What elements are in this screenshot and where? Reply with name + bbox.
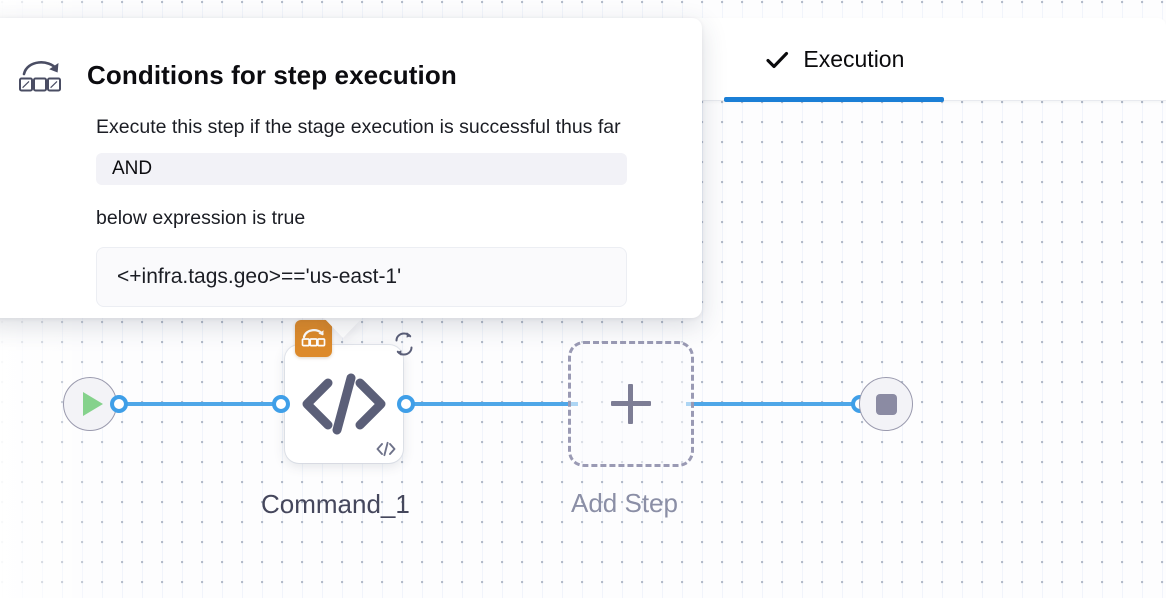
shell-script-icon — [295, 320, 332, 357]
popover-body: Execute this step if the stage execution… — [96, 116, 627, 307]
shell-script-icon — [17, 56, 63, 94]
add-step-button[interactable] — [568, 341, 694, 467]
step-output-port[interactable] — [397, 395, 415, 413]
play-icon — [83, 392, 103, 416]
operator-chip: AND — [96, 153, 627, 185]
pipeline-start-node[interactable] — [63, 377, 117, 431]
add-step-label: Add Step — [571, 488, 678, 518]
retry-loop-icon[interactable] — [387, 327, 421, 361]
check-icon — [764, 47, 790, 73]
popup-pointer — [322, 316, 364, 338]
condition-description: Execute this step if the stage execution… — [96, 116, 621, 138]
step-node-command-1[interactable] — [285, 320, 413, 463]
plus-icon — [611, 384, 651, 424]
pipeline-end-node[interactable] — [859, 377, 913, 431]
step-input-port[interactable] — [272, 395, 290, 413]
code-icon — [300, 369, 388, 439]
expression-description: below expression is true — [96, 207, 306, 229]
popover-header: Conditions for step execution — [17, 56, 682, 94]
popover-title: Conditions for step execution — [87, 59, 457, 90]
step-node-label: Command_1 — [261, 489, 410, 519]
tab-execution[interactable]: Execution — [724, 18, 945, 102]
stop-icon — [875, 393, 897, 415]
tab-execution-label: Execution — [803, 46, 905, 72]
start-output-port[interactable] — [110, 395, 128, 413]
code-small-icon — [375, 439, 397, 459]
step-conditions-popover: Conditions for step execution Execute th… — [0, 18, 702, 318]
expression-value: <+infra.tags.geo>=='us-east-1' — [96, 247, 627, 307]
